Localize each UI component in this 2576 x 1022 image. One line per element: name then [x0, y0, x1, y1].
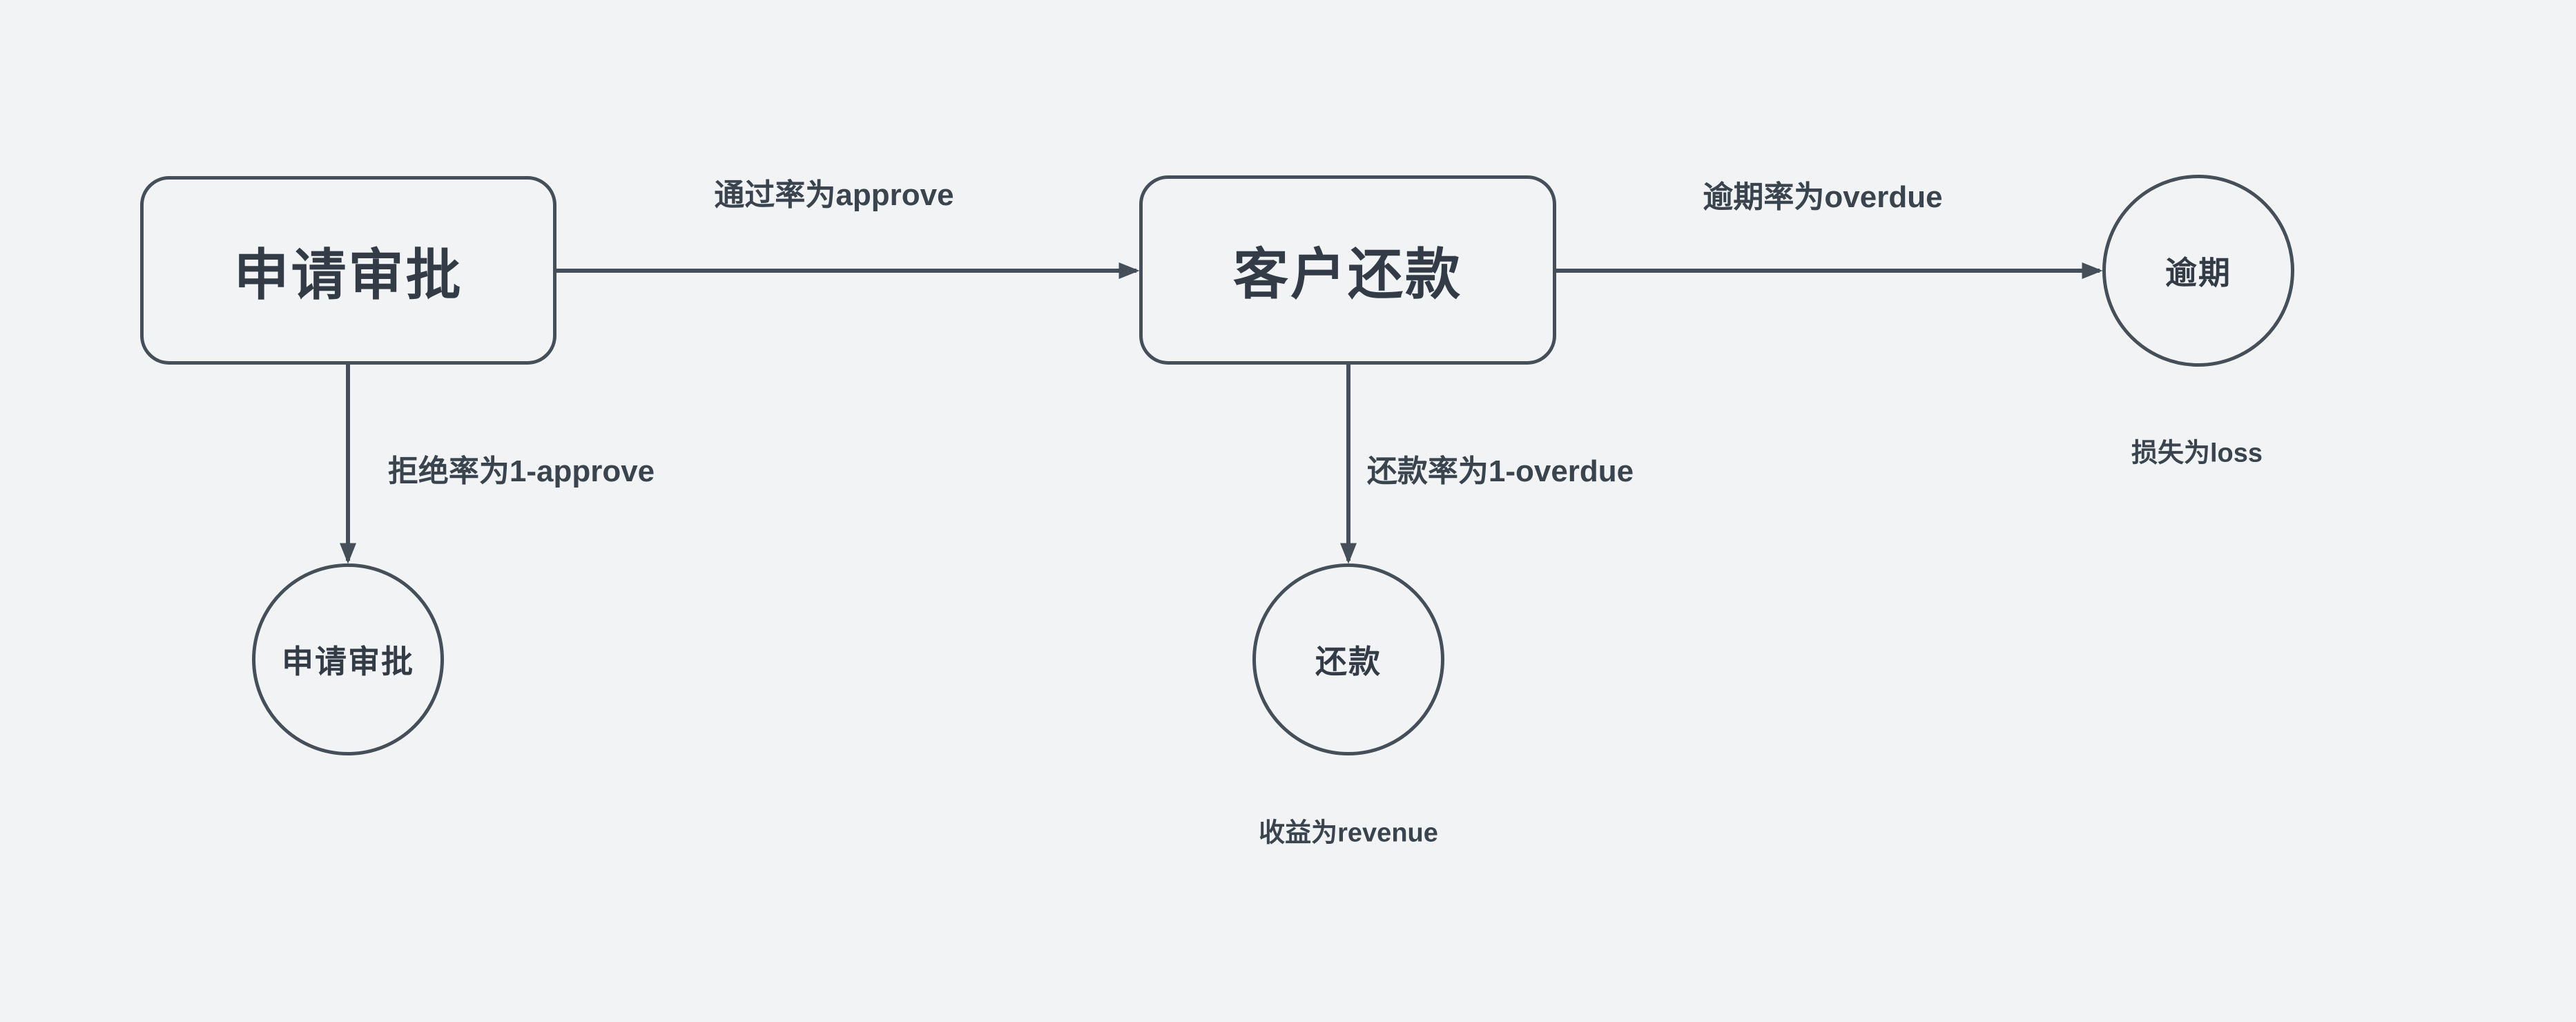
- edge-repay-label: 还款率为1-overdue: [1366, 454, 1634, 488]
- annotation-loss: 损失为loss: [2131, 438, 2263, 468]
- edge-pass-label: 通过率为approve: [714, 178, 954, 212]
- node-overdue-circle-label: 逾期: [2165, 255, 2231, 291]
- annotation-revenue: 收益为revenue: [1259, 818, 1438, 848]
- node-repay-circle-label: 还款: [1315, 644, 1382, 679]
- node-overdue-circle[interactable]: 逾期: [2102, 175, 2294, 367]
- node-application-circle[interactable]: 申请审批: [252, 563, 444, 755]
- node-approval-box-label: 申请审批: [233, 244, 463, 306]
- node-application-circle-label: 申请审批: [282, 644, 414, 679]
- node-repayment-box[interactable]: 客户还款: [1139, 175, 1556, 365]
- node-repay-circle[interactable]: 还款: [1252, 563, 1444, 755]
- node-approval-box[interactable]: 申请审批: [140, 176, 556, 365]
- edge-reject-label: 拒绝率为1-approve: [387, 454, 655, 488]
- node-repayment-box-label: 客户还款: [1233, 244, 1462, 305]
- edge-overdue-label: 逾期率为overdue: [1703, 180, 1943, 214]
